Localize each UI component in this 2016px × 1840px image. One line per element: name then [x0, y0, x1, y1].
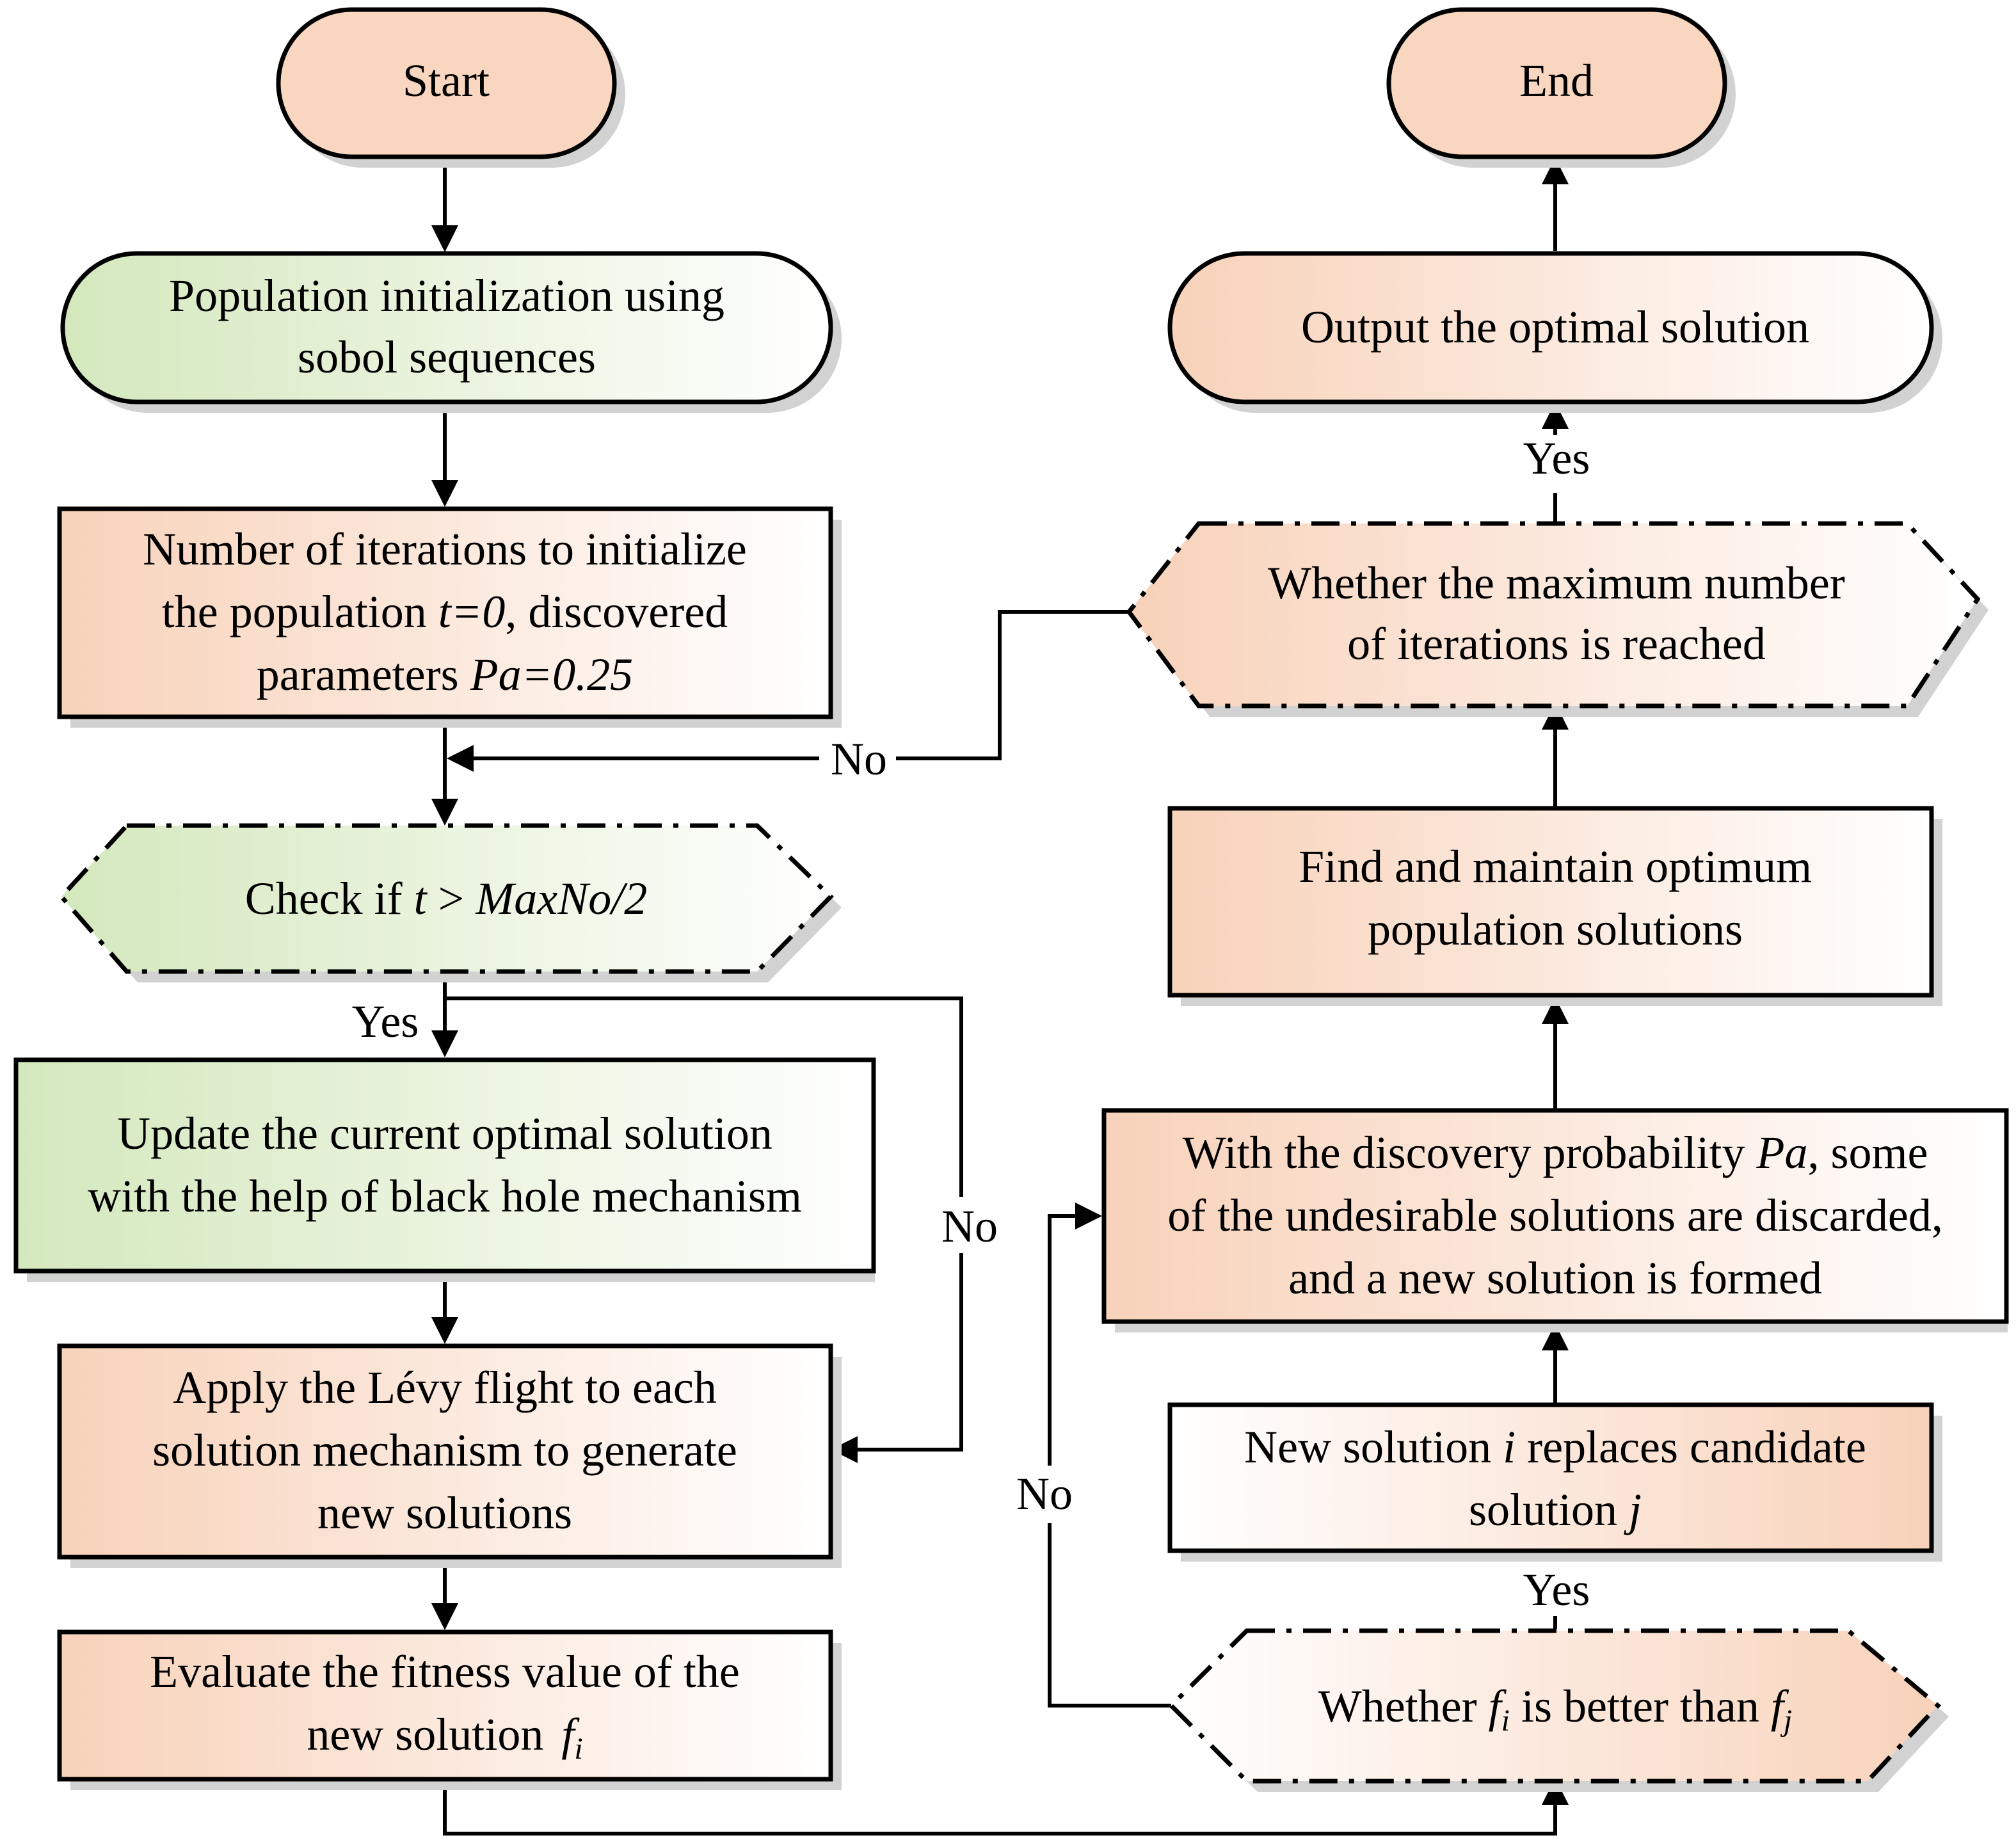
evaluate-fitness-node: Evaluate the fitness value of the new so…	[57, 1629, 842, 1790]
discard-solutions-node: With the discovery probability Pa, some …	[1101, 1108, 2009, 1332]
replace-candidate-node: New solution i replaces candidate soluti…	[1167, 1402, 1942, 1562]
population-init-node: Population initialization using sobol se…	[60, 251, 842, 413]
update-blackhole-line1: Update the current optimal solution	[117, 1108, 772, 1159]
check-t-label: Check if t > MaxNo/2	[245, 873, 648, 924]
end-terminal: End	[1386, 7, 1736, 168]
arrowhead	[431, 1317, 458, 1344]
arrowhead	[431, 480, 458, 507]
output-optimal-label: Output the optimal solution	[1301, 301, 1809, 353]
max-iter-yes-label: Yes	[1523, 433, 1590, 484]
discard-line1: With the discovery probability Pa, some	[1183, 1127, 1928, 1178]
connectors	[431, 157, 1569, 1836]
population-init-line1: Population initialization using	[169, 270, 724, 321]
replace-line2: solution j	[1469, 1484, 1642, 1535]
max-iter-no-label: No	[831, 733, 887, 785]
levy-flight-line1: Apply the Lévy flight to each	[173, 1362, 717, 1413]
levy-flight-line3: new solutions	[317, 1487, 572, 1539]
arrowhead	[1542, 157, 1569, 184]
check-max-line2: of iterations is reached	[1347, 618, 1766, 669]
arrow-max-iter-no-loop	[893, 610, 1129, 760]
arrowhead	[447, 745, 474, 772]
start-label: Start	[403, 55, 490, 106]
levy-flight-line2: solution mechanism to generate	[152, 1425, 737, 1476]
iterations-init-line1: Number of iterations to initialize	[143, 524, 747, 575]
discard-line2: of the undesirable solutions are discard…	[1167, 1190, 1943, 1241]
check-t-no-label: No	[941, 1201, 998, 1252]
replace-line1: New solution i replaces candidate	[1244, 1421, 1866, 1473]
arrowhead	[1542, 1324, 1569, 1350]
maintain-optimum-line2: population solutions	[1368, 904, 1743, 955]
check-t-decision: Check if t > MaxNo/2	[58, 823, 842, 982]
arrowhead	[1075, 1203, 1102, 1229]
iterations-init-line2: the population t=0, discovered	[162, 586, 728, 637]
compare-no-label: No	[1016, 1468, 1073, 1519]
update-blackhole-node: Update the current optimal solution with…	[13, 1057, 876, 1282]
arrowhead	[431, 1603, 458, 1630]
arrowhead	[431, 1030, 458, 1057]
iterations-init-line3: parameters Pa=0.25	[257, 649, 633, 700]
compare-fitness-label: Whether fi is better than fj	[1318, 1681, 1792, 1738]
arrowhead	[431, 225, 458, 252]
discard-line3: and a new solution is formed	[1288, 1252, 1822, 1304]
arrow-evaluate-to-compare	[443, 1779, 1557, 1836]
arrow-compare-no-to-discard	[1048, 1214, 1171, 1708]
levy-flight-node: Apply the Lévy flight to each solution m…	[57, 1343, 842, 1568]
maintain-optimum-node: Find and maintain optimum population sol…	[1167, 806, 1942, 1006]
arrowhead	[831, 1436, 858, 1463]
start-terminal: Start	[276, 7, 625, 168]
check-t-yes-label: Yes	[352, 996, 419, 1047]
population-init-line2: sobol sequences	[298, 332, 596, 383]
check-max-iterations-decision: Whether the maximum number of iterations…	[1126, 521, 1988, 717]
check-max-line1: Whether the maximum number	[1268, 557, 1845, 609]
compare-yes-label: Yes	[1523, 1564, 1590, 1615]
arrowhead	[1542, 402, 1569, 429]
maintain-optimum-line1: Find and maintain optimum	[1299, 841, 1812, 892]
end-label: End	[1519, 55, 1594, 106]
iterations-init-node: Number of iterations to initialize the p…	[57, 506, 842, 728]
arrowhead	[431, 799, 458, 826]
compare-fitness-decision: Whether fi is better than fj	[1168, 1628, 1949, 1792]
output-optimal-node: Output the optimal solution	[1167, 251, 1942, 413]
update-blackhole-line2: with the help of black hole mechanism	[88, 1171, 802, 1222]
arrowhead	[1542, 997, 1569, 1024]
evaluate-fitness-line1: Evaluate the fitness value of the	[150, 1646, 740, 1697]
edge-labels: Yes No No Yes Yes No	[346, 433, 1601, 1616]
evaluate-fitness-line2: new solution fi	[307, 1709, 582, 1766]
